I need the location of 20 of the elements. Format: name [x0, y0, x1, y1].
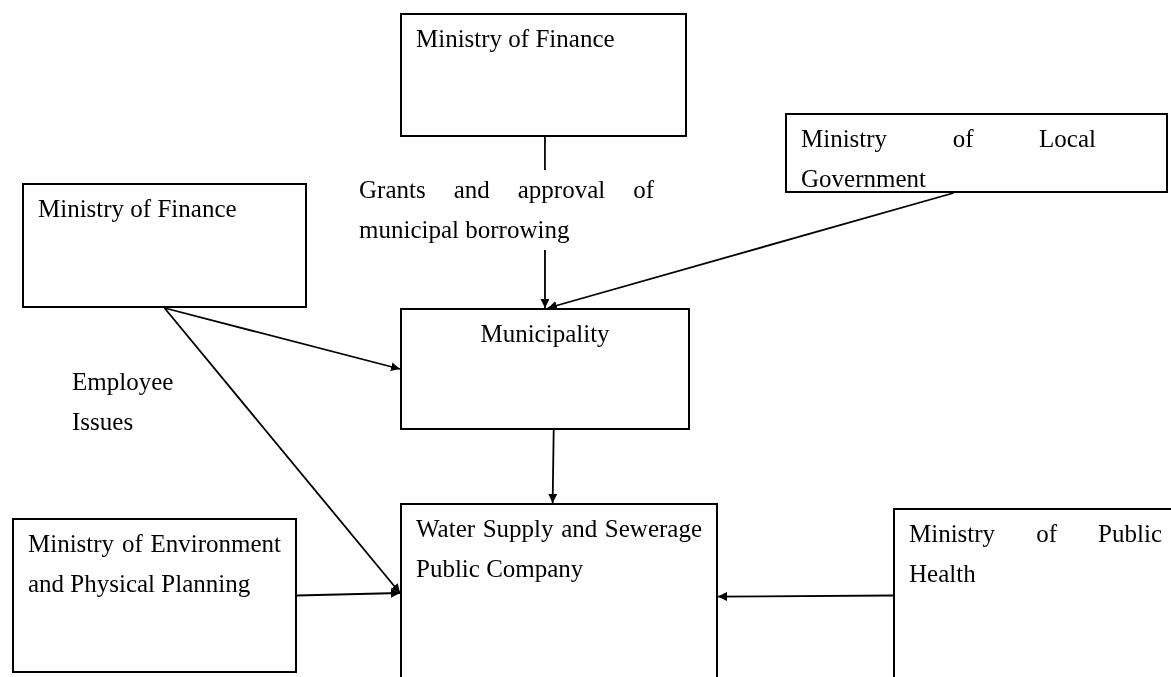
org-box — [22, 183, 307, 308]
org-box — [400, 13, 687, 137]
arrow — [717, 592, 894, 602]
arrow — [296, 588, 401, 598]
box-label: Ministry of Public Health — [909, 519, 1162, 589]
org-box — [893, 508, 1171, 677]
box-label: Water Supply and Sewerage Public Company — [416, 514, 702, 584]
box-label: Municipality — [479, 319, 611, 349]
arrow — [547, 192, 955, 310]
org-box — [12, 518, 297, 673]
arrow — [163, 307, 401, 594]
box-label: Ministry of Environment and Physical Planning — [28, 529, 281, 599]
arrow — [163, 307, 401, 372]
org-box — [400, 308, 690, 430]
box-label: Ministry of Local Government — [801, 124, 1096, 194]
box-label: Ministry of Finance — [416, 24, 616, 54]
org-box — [785, 113, 1168, 193]
arrow — [548, 429, 558, 504]
box-label: Ministry of Finance — [38, 194, 238, 224]
org-box — [400, 503, 718, 677]
